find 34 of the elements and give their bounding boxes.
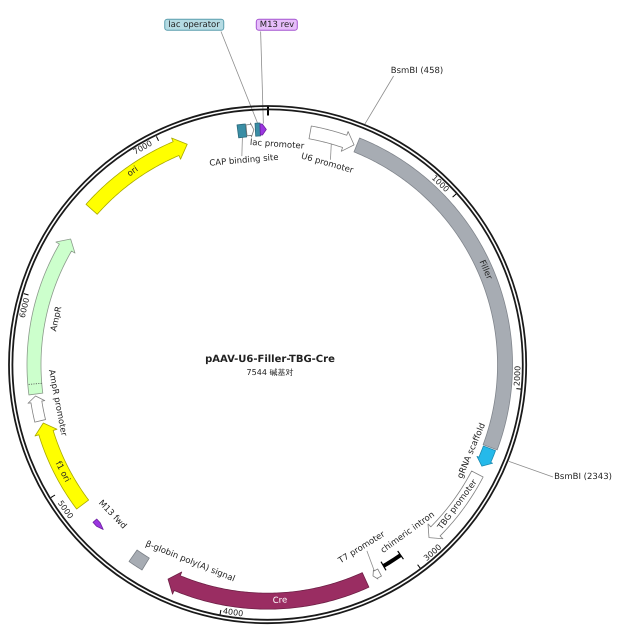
feature-label: AmpR promoter <box>46 369 68 437</box>
feature-label: ori <box>126 166 140 180</box>
leader-line <box>366 550 375 572</box>
tick-label: 6000 <box>18 297 31 319</box>
feature-tag: lac operator <box>164 18 224 31</box>
feature-label: lac promoter <box>250 138 304 152</box>
sequence-feature <box>85 136 189 216</box>
leader-line <box>241 136 243 157</box>
sequence-feature <box>245 122 255 138</box>
site-label: BsmBI (2343) <box>554 472 612 482</box>
site-label: BsmBI (458) <box>390 66 444 76</box>
sequence-feature <box>372 568 382 580</box>
plasmid-backbone-ring <box>8 105 528 625</box>
tick-label: 7000 <box>132 140 154 157</box>
sequence-feature <box>308 125 356 153</box>
feature-label: AmpR <box>50 306 64 332</box>
leader-line <box>220 31 258 124</box>
tick-label: 2000 <box>513 366 522 387</box>
sequence-feature <box>259 122 268 136</box>
feature-block <box>236 122 248 138</box>
feature-tag: M13 rev <box>256 18 298 31</box>
plasmid-name: pAAV-U6-Filler-TBG-Cre <box>205 355 335 365</box>
leader-line <box>508 460 554 478</box>
sequence-feature <box>27 394 47 423</box>
leader-line <box>330 144 332 160</box>
leader-line <box>260 31 264 124</box>
tick-label: 4000 <box>222 607 244 618</box>
sequence-feature <box>92 518 104 531</box>
feature-label: Cre <box>272 596 288 606</box>
feature-label: f1 ori <box>53 460 72 484</box>
feature-label: Filler <box>477 260 494 282</box>
feature-label: CAP binding site <box>209 154 279 168</box>
leader-line <box>364 76 394 125</box>
plasmid-size: 7544 碱基对 <box>246 369 294 377</box>
